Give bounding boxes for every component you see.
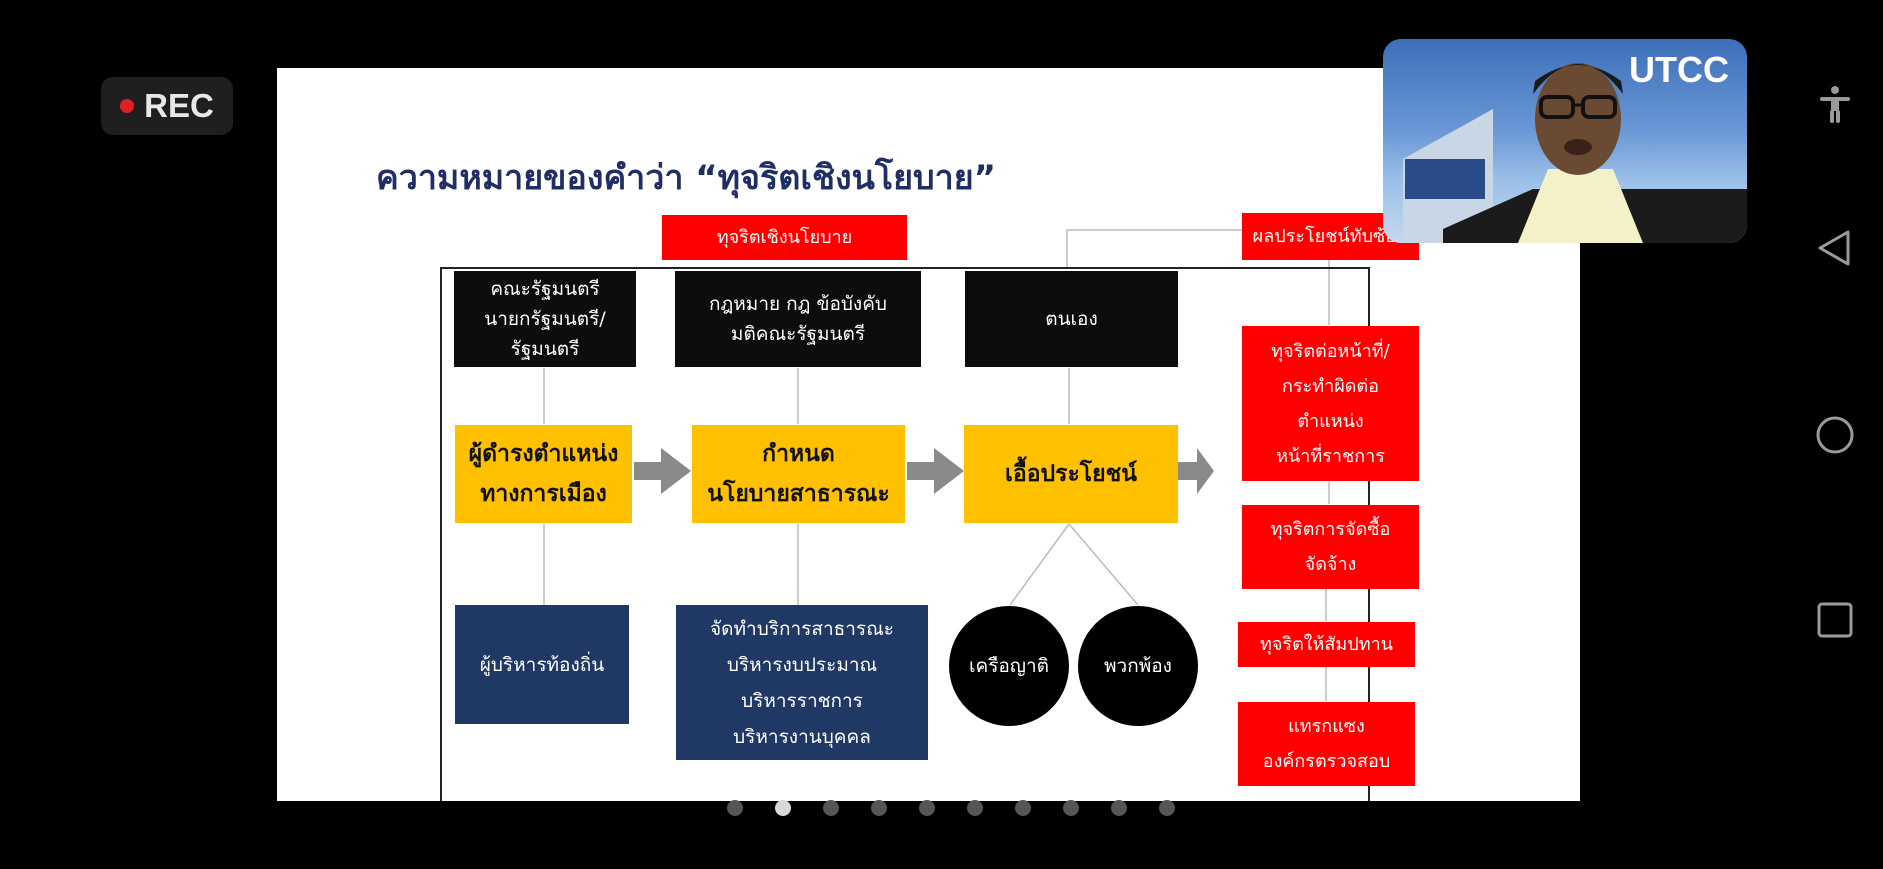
back-icon[interactable] [1815, 228, 1855, 268]
red-box-interference: แทรกแซง องค์กรตรวจสอบ [1238, 702, 1415, 786]
slide-pagination [0, 800, 1883, 820]
presentation-slide: ความหมายของคำว่า “ทุจริตเชิงนโยบาย” ทุจร… [277, 68, 1580, 801]
yellow-box-policy: กำหนด นโยบายสาธารณะ [692, 425, 905, 523]
circle-cronies: พวกพ้อง [1078, 606, 1198, 726]
home-icon[interactable] [1815, 415, 1855, 455]
slide-title: ความหมายของคำว่า “ทุจริตเชิงนโยบาย” [376, 158, 996, 198]
red-box-misconduct: ทุจริตต่อหน้าที่/ กระทำผิดต่อ ตำแหน่ง หน… [1242, 326, 1419, 481]
page-dot[interactable] [726, 800, 743, 816]
page-dot[interactable] [870, 800, 887, 816]
page-dot[interactable] [822, 800, 839, 816]
page-dot[interactable] [966, 800, 983, 816]
page-dot[interactable] [1110, 800, 1127, 816]
speaker-video[interactable]: UTCC [1383, 39, 1747, 243]
speaker-image [1403, 63, 1747, 243]
red-box-concession: ทุจริตให้สัมปทาน [1238, 622, 1415, 667]
yellow-box-politician: ผู้ดำรงตำแหน่ง ทางการเมือง [455, 425, 632, 523]
page-dot[interactable] [1062, 800, 1079, 816]
utcc-logo: UTCC [1629, 49, 1729, 90]
black-box-self: ตนเอง [965, 271, 1178, 367]
black-box-laws: กฎหมาย กฎ ข้อบังคับ มติคณะรัฐมนตรี [675, 271, 921, 367]
red-box-procurement: ทุจริตการจัดซื้อ จัดจ้าง [1242, 505, 1419, 589]
navy-box-public-service: จัดทำบริการสาธารณะ บริหารงบประมาณ บริหาร… [676, 605, 928, 760]
page-dot[interactable] [1014, 800, 1031, 816]
android-navigation-bar [1785, 0, 1883, 869]
yellow-box-benefit: เอื้อประโยชน์ [964, 425, 1178, 523]
page-dot[interactable] [1158, 800, 1175, 816]
page-dot[interactable] [918, 800, 935, 816]
circle-relatives: เครือญาติ [949, 606, 1069, 726]
page-dot-active[interactable] [774, 800, 791, 816]
header-box: ทุจริตเชิงนโยบาย [662, 215, 907, 260]
navy-box-local-executive: ผู้บริหารท้องถิ่น [455, 605, 629, 724]
recording-label: REC [144, 87, 214, 124]
recording-indicator: REC [101, 77, 233, 135]
recents-icon[interactable] [1815, 600, 1855, 640]
record-dot-icon [120, 99, 135, 113]
black-box-cabinet: คณะรัฐมนตรี นายกรัฐมนตรี/ รัฐมนตรี [454, 271, 636, 367]
accessibility-icon[interactable] [1815, 84, 1855, 124]
connector-lines [543, 229, 1330, 701]
